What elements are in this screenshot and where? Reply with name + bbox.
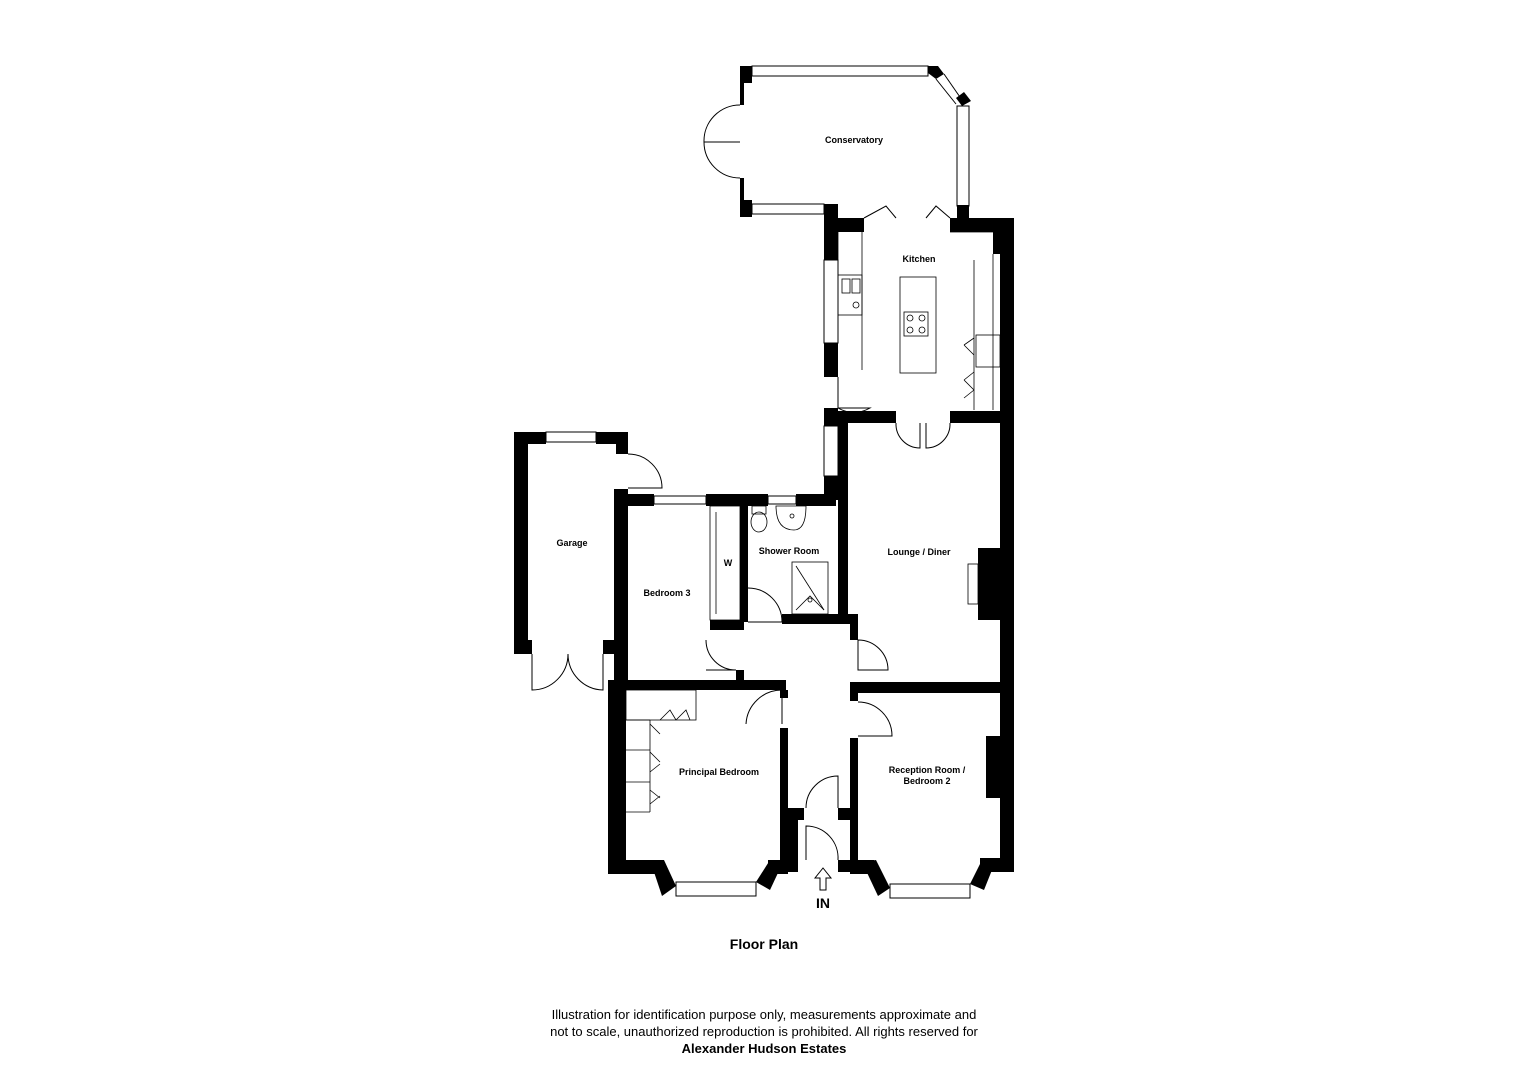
windows [545,65,971,899]
doors [531,104,951,861]
disclaimer-line-1: Illustration for identification purpose … [551,1007,977,1022]
label-principal-bedroom: Principal Bedroom [679,767,759,777]
label-entrance: IN [816,895,830,911]
disclaimer: Illustration for identification purpose … [464,1006,1064,1057]
fixtures [625,231,1001,813]
label-garage: Garage [556,538,587,548]
label-conservatory: Conservatory [825,135,883,145]
label-shower-room: Shower Room [759,546,820,556]
label-bedroom-3: Bedroom 3 [643,588,690,598]
label-reception-room: Reception Room / [889,765,966,775]
label-lounge-diner: Lounge / Diner [888,547,951,557]
walls [514,66,1014,896]
entrance-arrow-icon [813,867,833,891]
company-name: Alexander Hudson Estates [681,1041,847,1056]
label-kitchen: Kitchen [902,254,935,264]
plan-title: Floor Plan [729,936,799,952]
label-bedroom-2: Bedroom 2 [903,776,950,786]
room-labels: Conservatory Kitchen Garage Shower Room … [556,135,965,911]
label-wardrobe: W [724,558,733,568]
disclaimer-line-2: not to scale, unauthorized reproduction … [550,1024,978,1039]
